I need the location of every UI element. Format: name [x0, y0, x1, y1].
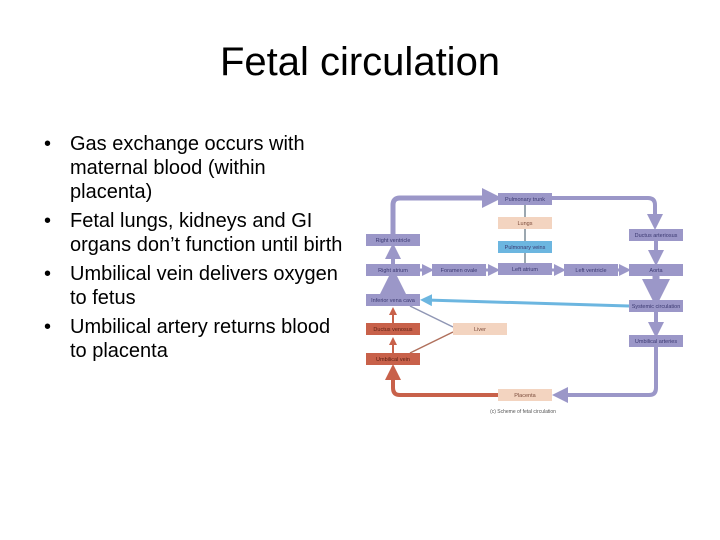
- box-umbilical-vein: Umbilical vein: [366, 353, 420, 365]
- bullet-icon: •: [44, 133, 52, 155]
- box-pulmonary-trunk: Pulmonary trunk: [498, 193, 552, 205]
- box-shape: [629, 335, 683, 347]
- box-ductus-venosus: Ductus venosus: [366, 323, 420, 335]
- box-shape: [498, 217, 552, 229]
- box-shape: [498, 389, 552, 401]
- box-placenta: Placenta: [498, 389, 552, 401]
- bullet-icon: •: [44, 210, 52, 232]
- box-shape: [629, 300, 683, 312]
- box-shape: [366, 353, 420, 365]
- arrow-arteries-to-placenta: [552, 347, 658, 403]
- box-shape: [498, 241, 552, 253]
- box-shape: [366, 294, 420, 306]
- arrow-systemic-to-ivc: [420, 294, 630, 308]
- bullet-text: Umbilical vein delivers oxygen to fetus: [70, 263, 338, 309]
- box-right-ventricle: Right ventricle: [366, 234, 420, 246]
- slide-title: Fetal circulation: [219, 40, 501, 84]
- box-left-ventricle: Left ventricle: [564, 264, 618, 276]
- bullet-item: • Umbilical vein delivers oxygen to fetus: [44, 262, 344, 310]
- box-label: Left atrium: [512, 267, 538, 273]
- box-label: Ductus arteriosus: [635, 233, 678, 239]
- box-label: Umbilical arteries: [635, 339, 677, 345]
- box-lungs: Lungs: [498, 217, 552, 229]
- box-label: Left ventricle: [575, 268, 606, 274]
- box-foramen-ovale: Foramen ovale: [432, 264, 486, 276]
- box-aorta: Aorta: [629, 264, 683, 276]
- box-label: Right ventricle: [376, 238, 411, 244]
- bullet-text: Umbilical artery returns blood to placen…: [70, 316, 331, 362]
- bullet-list: • Gas exchange occurs with maternal blood…: [44, 132, 344, 368]
- box-shape: [366, 234, 420, 246]
- arrow-rv-to-trunk: [390, 188, 502, 234]
- bullet-text: Gas exchange occurs with maternal blood …: [70, 133, 305, 203]
- bullet-item: • Gas exchange occurs with maternal blood…: [44, 132, 344, 204]
- box-label: Inferior vena cava: [371, 298, 416, 304]
- box-label: Ductus venosus: [373, 327, 412, 333]
- bullet-text: Fetal lungs, kidneys and GI organs don’t…: [70, 210, 343, 256]
- bullet-icon: •: [44, 263, 52, 285]
- box-pulmonary-veins: Pulmonary veins: [498, 241, 552, 253]
- box-label: Right atrium: [378, 268, 408, 274]
- box-shape: [498, 193, 552, 205]
- box-label: Pulmonary veins: [505, 245, 546, 251]
- box-label: Foramen ovale: [441, 268, 478, 274]
- box-label: Placenta: [514, 393, 536, 399]
- box-shape: [453, 323, 507, 335]
- box-label: Aorta: [649, 268, 663, 274]
- box-label: Liver: [474, 327, 486, 333]
- box-ductus-arteriosus: Ductus arteriosus: [629, 229, 683, 241]
- diagram-caption: (c) Scheme of fetal circulation: [490, 409, 556, 415]
- arrow-trunk-to-ductus: [552, 196, 663, 230]
- box-label: Pulmonary trunk: [505, 197, 545, 203]
- box-shape: [432, 264, 486, 276]
- box-shape: [366, 323, 420, 335]
- box-label: Lungs: [518, 221, 533, 227]
- box-right-atrium: Right atrium: [366, 264, 420, 276]
- box-label: Umbilical vein: [376, 357, 410, 363]
- box-liver: Liver: [453, 323, 507, 335]
- bullet-item: • Umbilical artery returns blood to place…: [44, 315, 344, 363]
- bullet-item: • Fetal lungs, kidneys and GI organs don’…: [44, 209, 344, 257]
- box-shape: [629, 264, 683, 276]
- box-left-atrium: Left atrium: [498, 263, 552, 275]
- arrows: [379, 188, 670, 403]
- box-shape: [366, 264, 420, 276]
- box-systemic-circulation: Systemic circulation: [629, 300, 683, 312]
- bullet-icon: •: [44, 316, 52, 338]
- box-shape: [629, 229, 683, 241]
- box-shape: [498, 263, 552, 275]
- arrow-placenta-to-umbilical-vein: [385, 364, 498, 397]
- box-label: Systemic circulation: [632, 304, 681, 310]
- box-shape: [564, 264, 618, 276]
- box-inferior-vena-cava: Inferior vena cava: [366, 294, 420, 306]
- box-umbilical-arteries: Umbilical arteries: [629, 335, 683, 347]
